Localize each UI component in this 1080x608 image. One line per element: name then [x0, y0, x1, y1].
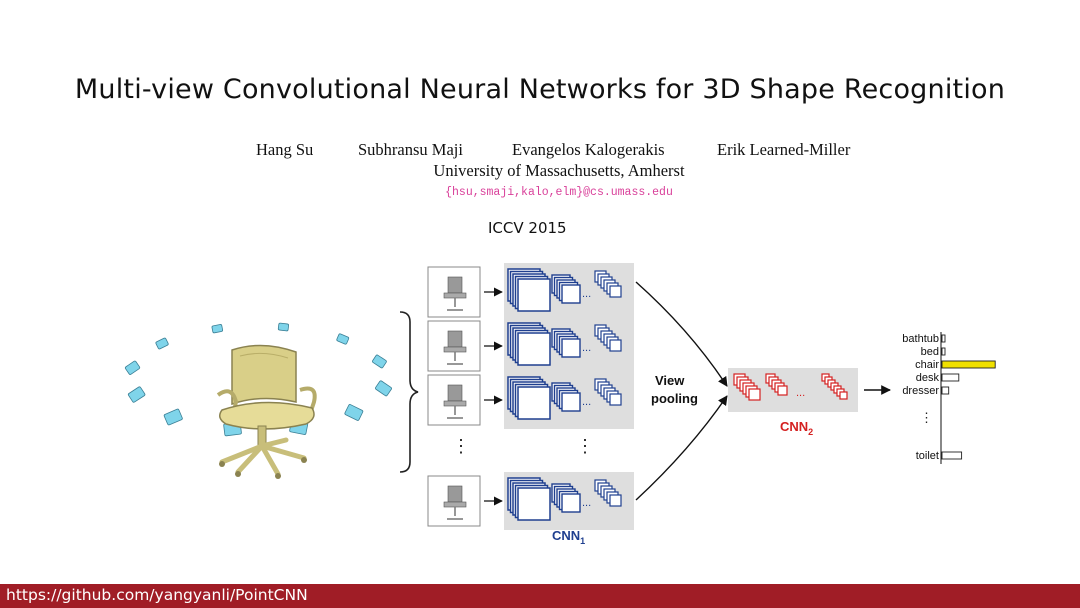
- view-row: ...: [427, 263, 634, 321]
- view-pooling-label: View: [655, 373, 685, 388]
- view-rows: ............: [427, 263, 634, 530]
- cnn1-ellipsis: ...: [582, 288, 591, 300]
- feature-map-stack: [507, 376, 551, 420]
- cnn1-ellipsis: ...: [582, 342, 591, 354]
- feature-map-stack: [594, 324, 622, 352]
- arrow-to-pooling: [635, 281, 728, 387]
- venue-label: ICCV 2015: [488, 219, 567, 237]
- feature-map-stack: [507, 322, 551, 366]
- feature-map-stack: [594, 270, 622, 298]
- footer-link[interactable]: https://github.com/yangyanli/PointCNN: [6, 586, 308, 604]
- vdots-views: ⋮: [452, 436, 470, 456]
- camera-icon: [375, 380, 392, 397]
- mvcnn-figure: ............ ⋮ ⋮ CNN1 View pooling ... C…: [124, 263, 996, 546]
- class-label: dresser: [902, 385, 939, 397]
- class-label: chair: [915, 359, 939, 371]
- feature-map-stack: [507, 477, 551, 521]
- class-label: bathtub: [902, 333, 939, 345]
- feature-map-stack: [551, 328, 581, 358]
- email-address: {hsu,smaji,kalo,elm}@cs.umass.edu: [445, 186, 673, 199]
- score-bar: [941, 451, 963, 460]
- chair-view-icon: [443, 384, 467, 419]
- author-name: Hang Su: [256, 140, 314, 159]
- camera-icon: [124, 360, 141, 375]
- chair-view-icon: [443, 330, 467, 365]
- affiliation: University of Massachusetts, Amherst: [433, 161, 685, 180]
- feature-map-stack: [594, 479, 622, 507]
- score-bar: [941, 334, 946, 343]
- camera-icon: [336, 333, 350, 345]
- feature-map-stack: [765, 373, 788, 396]
- view-row: ...: [427, 371, 634, 429]
- class-score-row: desk: [916, 372, 960, 384]
- author-name: Subhransu Maji: [358, 140, 463, 159]
- class-score-row: toilet: [916, 450, 963, 462]
- class-label: toilet: [916, 450, 939, 462]
- class-score-row: dresser: [902, 385, 950, 397]
- score-bar: [941, 386, 950, 395]
- chair-icon: [216, 344, 317, 479]
- author-name: Evangelos Kalogerakis: [512, 140, 665, 159]
- class-score-row: bathtub: [902, 333, 946, 345]
- class-score-row: bed: [921, 346, 946, 358]
- chair-view-icon: [443, 485, 467, 520]
- feature-map-stack: [507, 268, 551, 312]
- feature-map-stack: [594, 378, 622, 406]
- camera-icon: [163, 408, 183, 426]
- feature-map-stack: [551, 483, 581, 513]
- footer-bar: https://github.com/yangyanli/PointCNN: [0, 584, 1080, 608]
- score-bar: [941, 347, 946, 356]
- brace-icon: [399, 311, 419, 473]
- vdots-classes: ⋮: [920, 410, 933, 425]
- class-label: bed: [921, 346, 939, 358]
- arrow-to-pooling: [635, 395, 728, 501]
- feature-map-stack: [733, 373, 761, 401]
- camera-ring: [124, 322, 392, 437]
- camera-icon: [127, 386, 146, 403]
- feature-map-stack: [551, 274, 581, 304]
- camera-icon: [372, 354, 387, 369]
- cnn1-label: CNN1: [552, 528, 585, 546]
- feature-map-stack: [821, 373, 848, 400]
- class-score-row: chair: [915, 359, 996, 371]
- camera-icon: [155, 337, 169, 350]
- cnn2-ellipsis: ...: [796, 387, 805, 399]
- view-row: ...: [427, 317, 634, 375]
- cnn2-stack: [733, 373, 848, 401]
- chair-illustration: [124, 322, 392, 479]
- chair-view-icon: [443, 276, 467, 311]
- feature-map-stack: [551, 382, 581, 412]
- cnn2-label: CNN2: [780, 419, 813, 437]
- view-row: ...: [427, 472, 634, 530]
- camera-icon: [211, 324, 224, 334]
- camera-icon: [277, 322, 290, 332]
- camera-icon: [344, 404, 364, 421]
- cnn1-ellipsis: ...: [582, 497, 591, 509]
- vdots-cnn: ⋮: [576, 436, 594, 456]
- cnn1-ellipsis: ...: [582, 396, 591, 408]
- view-pooling-label: pooling: [651, 391, 698, 406]
- score-bar: [941, 373, 960, 382]
- score-bar: [941, 360, 996, 369]
- class-label: desk: [916, 372, 940, 384]
- author-name: Erik Learned-Miller: [717, 140, 851, 159]
- slide-title: Multi-view Convolutional Neural Networks…: [74, 74, 1006, 105]
